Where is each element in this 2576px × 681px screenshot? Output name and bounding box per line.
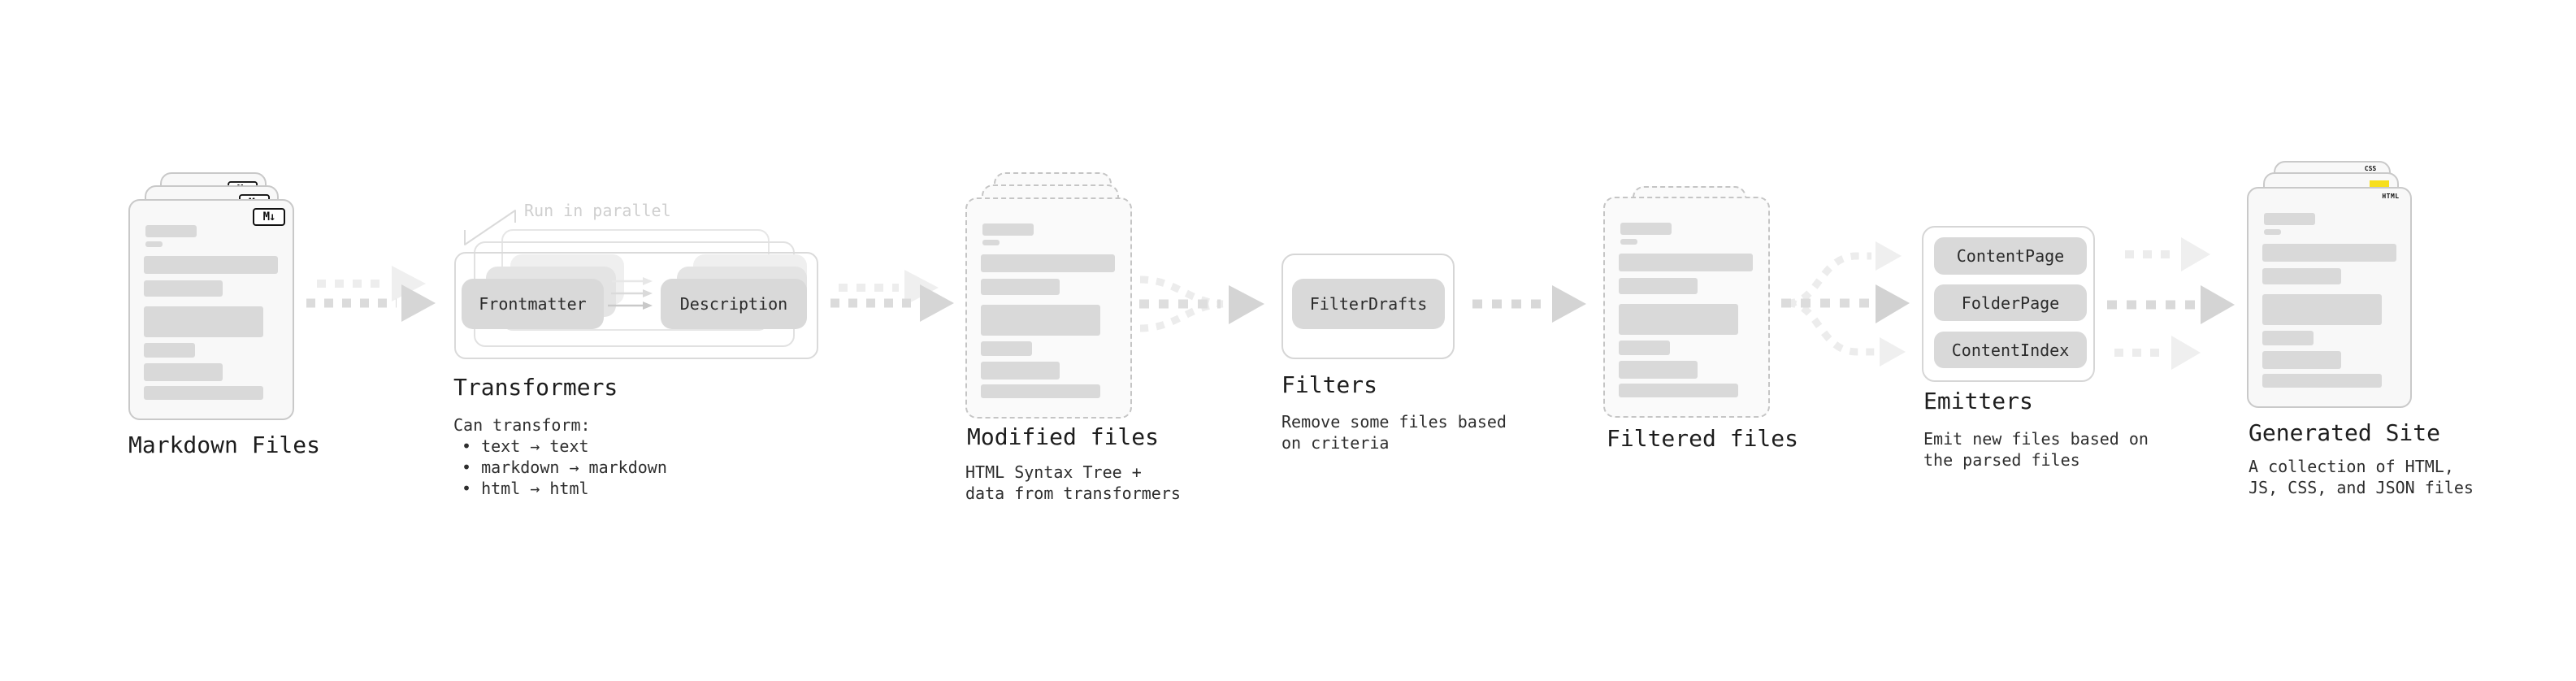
placeholder-bar bbox=[145, 241, 163, 247]
caption-line: • markdown → markdown bbox=[462, 458, 667, 477]
placeholder-bar bbox=[144, 256, 278, 274]
emitter-pill-contentpage: ContentPage bbox=[1934, 237, 2087, 275]
placeholder-bar bbox=[2264, 229, 2281, 235]
caption-line: HTML Syntax Tree + bbox=[965, 462, 1142, 482]
filters-caption: Remove some files based on criteria bbox=[1281, 411, 1507, 453]
placeholder-bar bbox=[145, 225, 197, 237]
arrow-transformers-to-modified bbox=[830, 270, 954, 322]
markdown-icon: M↓ bbox=[253, 208, 285, 226]
caption-line: data from transformers bbox=[965, 484, 1181, 503]
caption-line: A collection of HTML, bbox=[2249, 457, 2454, 476]
caption-line: Emit new files based on bbox=[1923, 429, 2149, 449]
placeholder-bar bbox=[1619, 254, 1753, 271]
placeholder-bar bbox=[2262, 374, 2382, 388]
placeholder-bar bbox=[2264, 213, 2315, 225]
arrow-emitters-to-generated bbox=[2107, 237, 2235, 370]
placeholder-bar bbox=[2262, 351, 2341, 369]
placeholder-bar bbox=[982, 223, 1034, 236]
arrow-filters-to-filtered bbox=[1472, 285, 1586, 323]
caption-line: • html → html bbox=[462, 479, 589, 498]
emitter-pill-contentindex: ContentIndex bbox=[1934, 332, 2087, 368]
filtered-files-title: Filtered files bbox=[1607, 425, 1799, 452]
modified-files-caption: HTML Syntax Tree + data from transformer… bbox=[965, 462, 1181, 504]
emitter-pill-folderpage: FolderPage bbox=[1934, 284, 2087, 321]
placeholder-bar bbox=[144, 280, 223, 297]
modified-file-card-front bbox=[965, 197, 1132, 419]
filter-pill-filterdrafts: FilterDrafts bbox=[1292, 279, 1445, 329]
placeholder-bar bbox=[144, 343, 195, 358]
caption-line: Can transform: bbox=[453, 415, 591, 435]
placeholder-bar bbox=[144, 363, 223, 381]
placeholder-bar bbox=[1620, 223, 1672, 235]
transformers-title: Transformers bbox=[453, 374, 618, 401]
generated-site-title: Generated Site bbox=[2249, 419, 2441, 446]
modified-files-title: Modified files bbox=[967, 423, 1160, 450]
markdown-file-card-front: M↓ bbox=[128, 199, 294, 420]
placeholder-bar bbox=[981, 362, 1060, 380]
transformers-caption: Can transform: • text → text • markdown … bbox=[453, 414, 667, 499]
transformer-frame-front bbox=[454, 252, 818, 359]
markdown-files-title: Markdown Files bbox=[128, 432, 321, 458]
placeholder-bar bbox=[2262, 244, 2396, 262]
filtered-file-card-front bbox=[1603, 197, 1770, 418]
run-in-parallel-label: Run in parallel bbox=[524, 201, 671, 220]
placeholder-bar bbox=[1619, 278, 1698, 294]
placeholder-bar bbox=[981, 384, 1100, 398]
caption-line: the parsed files bbox=[1923, 450, 2080, 470]
caption-line: JS, CSS, and JSON files bbox=[2249, 478, 2474, 497]
caption-line: Remove some files based bbox=[1281, 412, 1507, 432]
placeholder-bar bbox=[1619, 304, 1738, 335]
placeholder-bar bbox=[1619, 340, 1670, 355]
caption-line: on criteria bbox=[1281, 433, 1390, 453]
placeholder-bar bbox=[1619, 384, 1738, 397]
placeholder-bar bbox=[2262, 268, 2341, 284]
emitters-caption: Emit new files based on the parsed files bbox=[1923, 428, 2149, 471]
placeholder-bar bbox=[1619, 361, 1698, 379]
transformer-pill-description: Description bbox=[661, 279, 807, 329]
placeholder-bar bbox=[981, 305, 1100, 336]
placeholder-bar bbox=[144, 306, 263, 337]
transformer-pill-frontmatter: Frontmatter bbox=[462, 279, 604, 329]
placeholder-bar bbox=[982, 240, 1000, 245]
generated-site-caption: A collection of HTML, JS, CSS, and JSON … bbox=[2249, 456, 2474, 498]
generated-site-card-front: HTML 5 bbox=[2247, 187, 2412, 408]
placeholder-bar bbox=[981, 341, 1032, 356]
emitters-title: Emitters bbox=[1923, 388, 2033, 414]
caption-line: • text → text bbox=[462, 436, 589, 456]
html5-icon: HTML 5 bbox=[2382, 193, 2400, 217]
placeholder-bar bbox=[144, 386, 263, 400]
arrow-markdown-to-transformers bbox=[306, 266, 436, 322]
placeholder-bar bbox=[2262, 294, 2382, 325]
placeholder-bar bbox=[2262, 331, 2314, 345]
filters-title: Filters bbox=[1281, 371, 1378, 398]
arrow-filtered-to-emitters-fanout bbox=[1781, 241, 1910, 367]
arrow-modified-to-filters-merge bbox=[1139, 275, 1264, 332]
placeholder-bar bbox=[981, 279, 1060, 295]
placeholder-bar bbox=[981, 254, 1115, 272]
placeholder-bar bbox=[1620, 239, 1637, 245]
